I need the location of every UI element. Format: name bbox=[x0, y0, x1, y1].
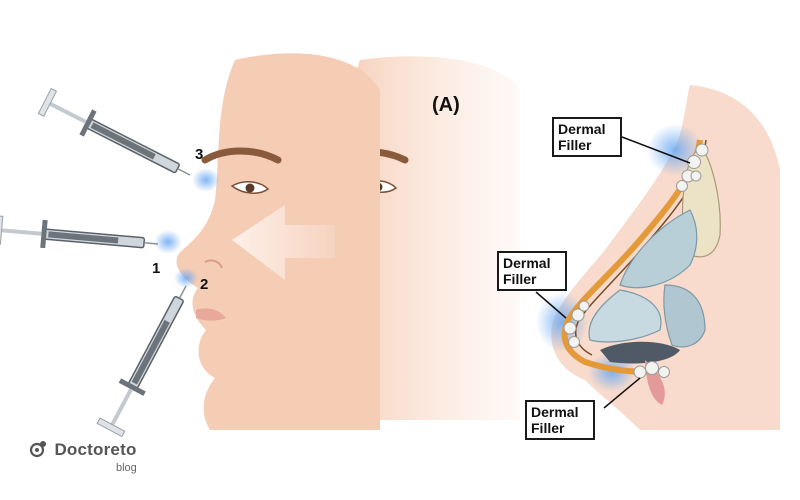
callout-line-text: Dermal bbox=[503, 255, 551, 271]
callout-line-text: Dermal bbox=[531, 404, 579, 420]
panel-label: (A) bbox=[432, 94, 460, 116]
syringe-3 bbox=[37, 87, 191, 176]
injection-glow-2 bbox=[174, 268, 198, 288]
injection-glow-1 bbox=[154, 230, 182, 254]
brand-logo: Doctoreto blog bbox=[30, 440, 137, 474]
filler-nodules-base bbox=[633, 361, 670, 379]
callout-dermal-filler-tip: Dermal Filler bbox=[497, 251, 567, 291]
brand-name: Doctoreto bbox=[54, 440, 137, 459]
injection-point-1: 1 bbox=[152, 260, 161, 277]
callout-dermal-filler-bridge: Dermal Filler bbox=[552, 117, 622, 157]
injection-point-2: 2 bbox=[200, 276, 209, 293]
before-after-arrow bbox=[232, 205, 335, 280]
doctoreto-logo-icon bbox=[30, 441, 46, 458]
syringe-1 bbox=[0, 215, 159, 249]
filler-nodules-bridge bbox=[676, 143, 709, 192]
brand-sub: blog bbox=[116, 462, 137, 474]
filler-nodules-tip bbox=[563, 300, 590, 348]
injection-glow-3 bbox=[192, 168, 220, 192]
callout-line-text: Filler bbox=[503, 271, 537, 287]
injection-point-3: 3 bbox=[195, 146, 204, 163]
callout-line-text: Dermal bbox=[558, 121, 606, 137]
nose-cross-section bbox=[536, 85, 780, 430]
syringe-2 bbox=[96, 285, 187, 438]
callout-line-text: Filler bbox=[558, 137, 592, 153]
callout-line-2 bbox=[535, 291, 567, 319]
callout-line-3 bbox=[603, 377, 641, 409]
callout-line-text: Filler bbox=[531, 420, 565, 436]
callout-line-1 bbox=[621, 136, 691, 164]
callout-dermal-filler-base: Dermal Filler bbox=[525, 400, 595, 440]
